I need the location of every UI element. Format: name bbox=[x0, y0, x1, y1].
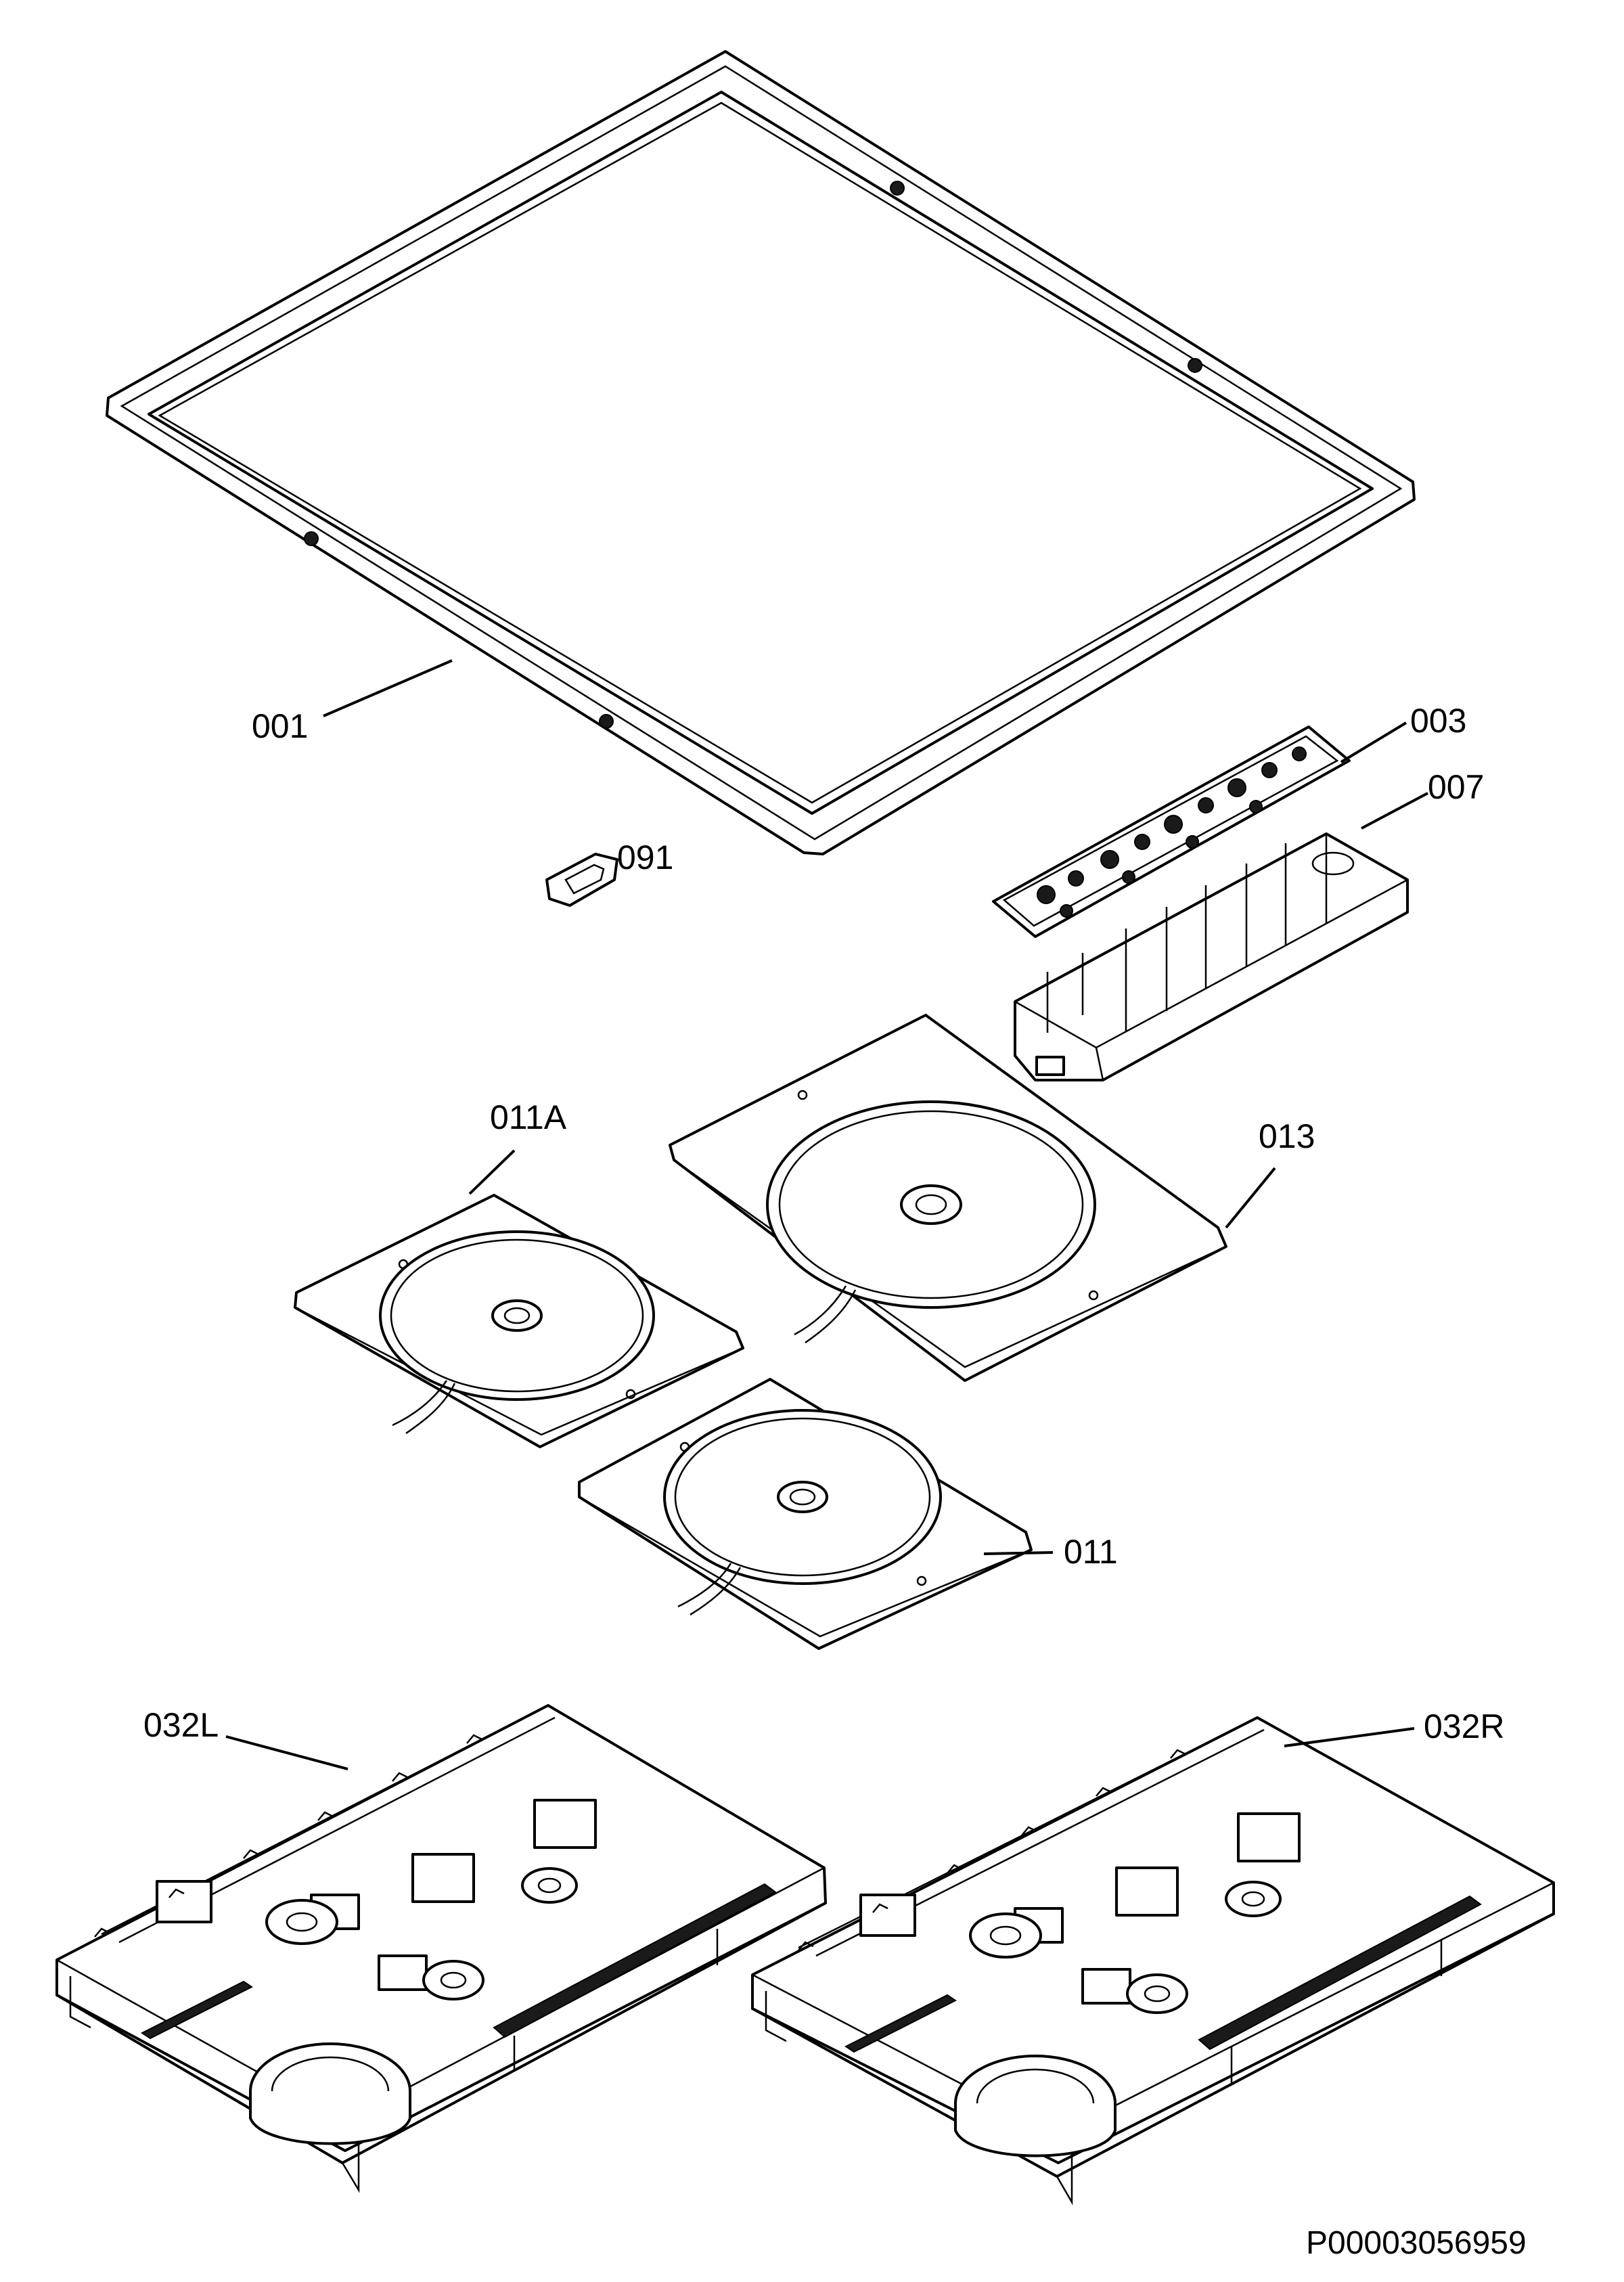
label-032R: 032R bbox=[1424, 1707, 1505, 1745]
coil-tray-011A bbox=[294, 1194, 744, 1448]
label-032L: 032L bbox=[143, 1706, 219, 1744]
label-013: 013 bbox=[1259, 1117, 1315, 1155]
frame-001 bbox=[106, 50, 1416, 855]
control-board-003 bbox=[992, 725, 1351, 938]
label-001: 001 bbox=[252, 707, 308, 745]
generator-module-032L bbox=[55, 1704, 827, 2193]
label-007: 007 bbox=[1428, 768, 1484, 806]
coil-tray-011 bbox=[578, 1378, 1033, 1650]
label-011: 011 bbox=[1064, 1533, 1118, 1571]
label-011A: 011A bbox=[490, 1098, 567, 1136]
document-id: P00003056959 bbox=[1306, 2225, 1527, 2261]
label-003: 003 bbox=[1410, 702, 1466, 740]
coil-tray-013 bbox=[669, 1014, 1227, 1382]
board-holder-007 bbox=[1014, 832, 1409, 1081]
clip-091 bbox=[545, 853, 618, 907]
generator-module-032R bbox=[751, 1716, 1555, 2206]
label-091: 091 bbox=[617, 838, 673, 876]
